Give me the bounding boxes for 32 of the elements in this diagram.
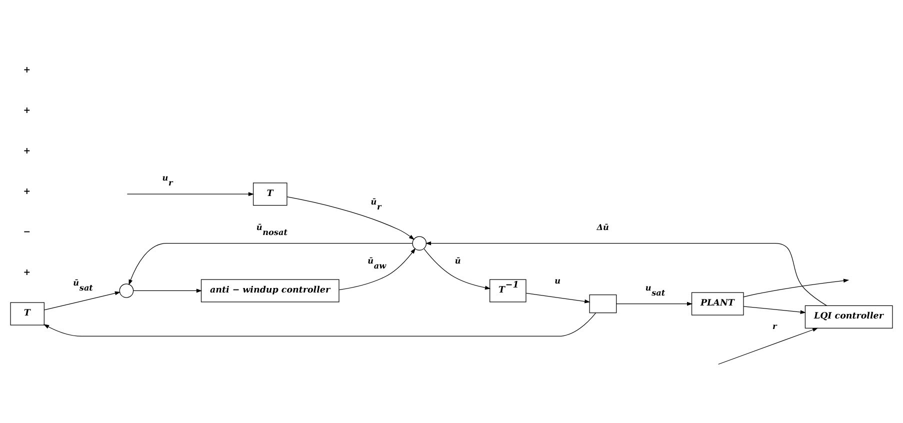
node-box: T — [252, 182, 288, 206]
label: − — [23, 226, 31, 237]
edge-label: Δū — [596, 221, 609, 232]
edge-label: ū — [454, 255, 461, 266]
arrow — [743, 278, 850, 297]
node-box: PLANT — [691, 292, 744, 315]
label: + — [23, 186, 31, 196]
label: + — [23, 267, 31, 278]
node-box: LQI controller — [804, 304, 893, 328]
arrow — [526, 292, 590, 303]
arrow — [43, 312, 596, 336]
arrow — [128, 242, 413, 285]
label: + — [23, 64, 31, 75]
node-box — [589, 294, 617, 313]
arrow — [44, 290, 121, 310]
node-box: T — [10, 302, 44, 325]
node-circle — [412, 236, 427, 250]
arrow — [616, 301, 693, 306]
arrow — [425, 240, 827, 306]
edge-label: u — [554, 275, 561, 286]
edge-label: r — [772, 320, 777, 331]
arrow — [126, 192, 254, 196]
arrow — [286, 196, 415, 240]
arrow — [743, 306, 806, 314]
label: + — [23, 105, 31, 116]
label: + — [23, 146, 31, 156]
arrow — [424, 248, 491, 290]
node-circle — [119, 283, 134, 298]
arrow — [718, 327, 818, 364]
arrow — [133, 288, 202, 292]
arrow — [338, 248, 416, 290]
node-box: anti − windup controller — [200, 278, 340, 302]
